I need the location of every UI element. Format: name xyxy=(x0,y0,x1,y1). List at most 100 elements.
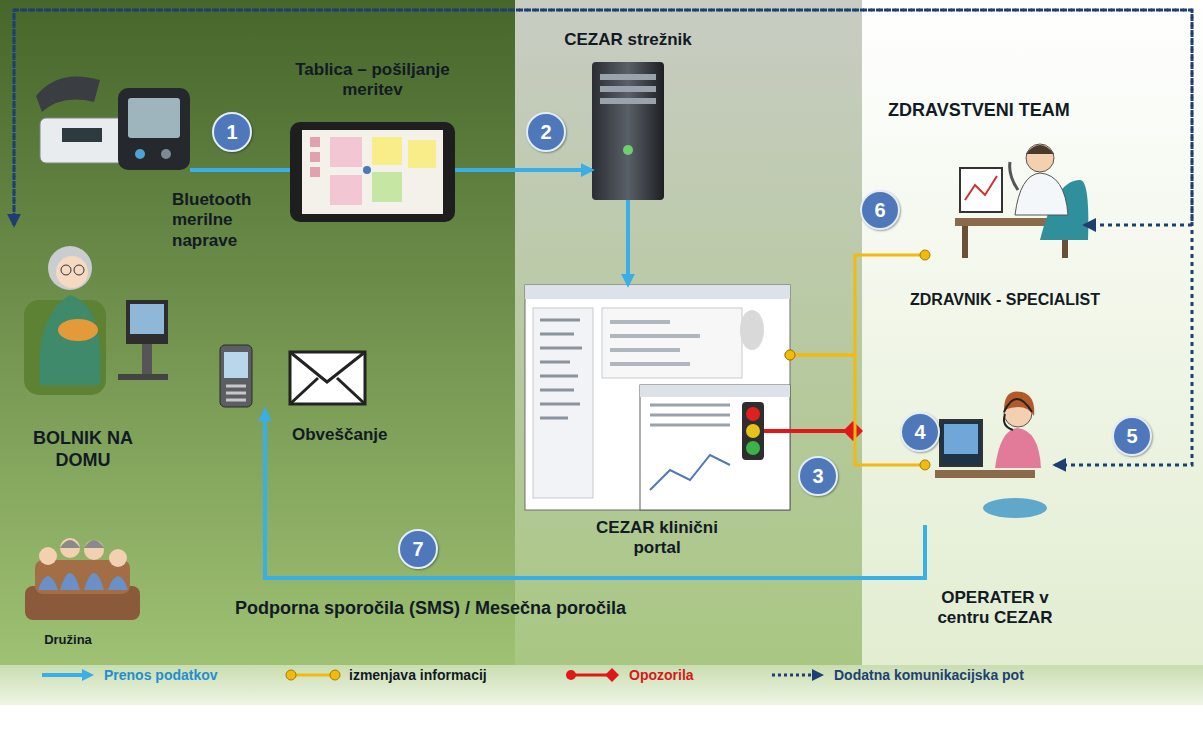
patient-figure-part xyxy=(56,256,88,288)
operator-figure xyxy=(935,391,1047,518)
node-label: Tablica – pošiljanje meritev xyxy=(290,60,455,101)
operator-figure-part xyxy=(995,428,1041,468)
family-node: Družina xyxy=(25,530,140,625)
clinical-portal-part xyxy=(650,405,730,425)
patient-figure-part xyxy=(48,246,92,290)
clinical-portal-part xyxy=(533,308,593,498)
family-figure-part xyxy=(38,573,128,590)
callout-number: 7 xyxy=(398,529,438,569)
tablet-part xyxy=(310,167,320,177)
phone-and-envelope-part xyxy=(290,352,365,404)
measuring-devices-part xyxy=(128,98,180,138)
server-node: CEZAR strežnik xyxy=(592,60,664,200)
background-panels-part xyxy=(0,665,1203,705)
family-figure xyxy=(25,538,140,620)
patient-node: BOLNIK NA DOMU xyxy=(14,225,169,400)
legend-sample-part xyxy=(330,670,340,680)
node-label: OPERATER v centru CEZAR xyxy=(920,588,1070,629)
operator-figure-part xyxy=(1004,391,1034,416)
clinical-portal-part xyxy=(602,308,742,378)
callout-number: 4 xyxy=(900,412,940,452)
node-label: Družina xyxy=(28,632,108,648)
patient-figure-part xyxy=(142,344,152,374)
legend-sample-part xyxy=(82,669,94,681)
tablet-part xyxy=(290,122,455,222)
patient-figure-part xyxy=(118,374,168,380)
background-panels-part xyxy=(0,0,515,665)
callout-number: 5 xyxy=(1112,416,1152,456)
legend-entry: Opozorila xyxy=(565,667,694,683)
tablet-part xyxy=(372,137,402,165)
connector-group xyxy=(785,250,930,360)
legend-sample xyxy=(770,667,826,683)
connector-dot xyxy=(785,350,795,360)
tablet-part xyxy=(302,130,443,214)
doctor-figure-part xyxy=(1026,145,1054,154)
server xyxy=(592,62,664,200)
node-label: Bluetooth merilne naprave xyxy=(172,190,292,251)
connector xyxy=(790,255,925,355)
clinical-portal-part xyxy=(610,322,700,364)
patient-figure-part xyxy=(130,304,164,334)
phone-and-envelope-part xyxy=(290,352,365,404)
server-part xyxy=(600,98,656,104)
legend-text: Dodatna komunikacijska pot xyxy=(834,667,1024,683)
node-label: ZDRAVSTVENI TEAM xyxy=(888,100,1118,122)
connector xyxy=(14,10,1192,465)
legend-sample-part xyxy=(42,673,84,677)
legend-sample-part xyxy=(291,674,335,677)
background-panels xyxy=(0,0,1203,705)
patient-figure-part xyxy=(58,319,98,341)
family-figure-part xyxy=(39,547,57,565)
patient-figure-part xyxy=(126,300,168,344)
connector-group xyxy=(785,350,930,470)
legend-sample-part xyxy=(605,668,619,682)
server-part xyxy=(600,74,656,80)
tablet-part xyxy=(372,172,402,202)
connector-group xyxy=(455,170,592,171)
patient-figure-part xyxy=(74,265,84,275)
measuring-devices-part xyxy=(62,128,102,142)
measuring-devices xyxy=(36,76,190,170)
node-label: CEZAR klinični portal xyxy=(582,518,732,559)
alert-line xyxy=(764,421,863,441)
clinical-portal-part xyxy=(640,385,790,397)
legend-sample xyxy=(40,667,96,683)
connector xyxy=(790,355,925,465)
measuring-devices-part xyxy=(135,149,145,159)
doctor-figure xyxy=(955,144,1088,258)
patient-figure-part xyxy=(39,295,100,385)
measuring-devices-part xyxy=(161,149,171,159)
connector xyxy=(190,168,290,172)
tablet-part xyxy=(363,166,371,174)
operator-figure-part xyxy=(1004,414,1013,430)
doctor-figure-part xyxy=(1010,162,1018,190)
clinical-portal xyxy=(525,285,790,510)
portal-node: CEZAR klinični portal xyxy=(525,285,790,510)
server-part xyxy=(592,62,664,200)
notification-node: Obveščanje xyxy=(215,345,370,410)
node-label: Obveščanje xyxy=(292,425,402,445)
connector-group xyxy=(265,410,925,578)
legend-text: Opozorila xyxy=(629,667,694,683)
doctor-figure-part xyxy=(962,226,968,258)
clinical-portal-part xyxy=(746,407,760,421)
family-figure-part xyxy=(60,540,104,548)
legend-entry: Prenos podatkov xyxy=(40,667,218,683)
connector-group xyxy=(190,170,290,171)
callout-number: 3 xyxy=(798,456,838,496)
doctor-node: ZDRAVNIK - SPECIALIST xyxy=(925,135,1085,260)
connector-dot xyxy=(920,460,930,470)
background-panels-part xyxy=(862,0,1203,665)
operator-figure-part xyxy=(944,424,978,454)
tablet-part xyxy=(330,137,362,167)
clinical-portal-part xyxy=(540,320,582,418)
tablet-part xyxy=(310,137,320,147)
callout-number: 2 xyxy=(526,112,566,152)
connector xyxy=(455,168,592,172)
legend-entry: Dodatna komunikacijska pot xyxy=(770,667,1024,683)
legend-sample-part xyxy=(812,669,824,681)
connector-dot xyxy=(785,350,795,360)
tablet-node: Tablica – pošiljanje meritev xyxy=(290,122,455,222)
